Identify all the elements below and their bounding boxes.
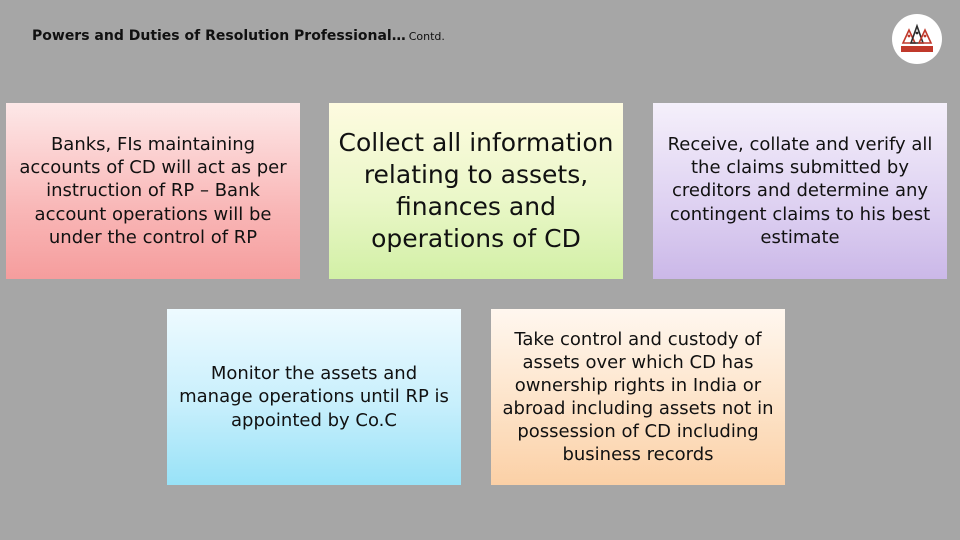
- duty-box-text: Monitor the assets and manage operations…: [179, 363, 449, 431]
- duty-box-bank-accounts: Banks, FIs maintaining accounts of CD wi…: [6, 103, 300, 279]
- duty-box-text: Banks, FIs maintaining accounts of CD wi…: [19, 134, 287, 248]
- page-title: Powers and Duties of Resolution Professi…: [32, 28, 445, 44]
- duty-box-text: Collect all information relating to asse…: [338, 128, 614, 253]
- triangles-logo-icon: [901, 23, 933, 52]
- duty-box-claims: Receive, collate and verify all the clai…: [653, 103, 947, 279]
- duty-box-collect-information: Collect all information relating to asse…: [329, 103, 623, 279]
- duty-box-text: Take control and custody of assets over …: [502, 328, 774, 466]
- company-logo: [892, 14, 942, 64]
- duty-box-monitor-assets: Monitor the assets and manage operations…: [167, 309, 461, 485]
- title-main: Powers and Duties of Resolution Professi…: [32, 28, 406, 44]
- title-suffix: Contd.: [408, 30, 445, 43]
- duty-box-control-custody: Take control and custody of assets over …: [491, 309, 785, 485]
- duty-box-text: Receive, collate and verify all the clai…: [667, 134, 933, 248]
